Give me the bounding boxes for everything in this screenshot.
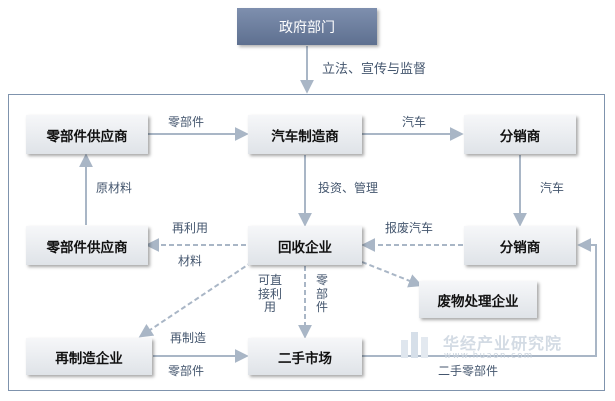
arrow-market-to-distributor (362, 238, 597, 357)
label-parts-bottom: 零部件 (168, 364, 205, 378)
label-parts-top: 零部件 (168, 115, 205, 129)
label-directly-reusable: 可直接利用 (257, 273, 282, 314)
node-parts-supplier-mid: 零部件供应商 (26, 226, 148, 265)
label-cars-top: 汽车 (402, 115, 427, 129)
label-cars-right: 汽车 (540, 181, 565, 195)
label-legislation: 立法、宣传与监督 (322, 62, 427, 77)
label-second-hand-parts: 二手零部件 (438, 364, 499, 378)
node-remanufacturing: 再制造企业 (26, 338, 152, 375)
node-recycling: 回收企业 (248, 226, 362, 265)
node-distributor-mid: 分销商 (464, 226, 576, 265)
node-second-hand-market: 二手市场 (248, 338, 362, 375)
label-raw-materials: 原材料 (96, 181, 133, 195)
node-government: 政府部门 (237, 8, 377, 45)
label-parts-vertical: 零部件 (315, 273, 328, 314)
label-remanufacture: 再制造 (170, 331, 207, 345)
watermark-logo-icon (401, 332, 428, 358)
watermark-url: www.huaon.com (444, 351, 534, 361)
node-waste-processing: 废物处理企业 (419, 281, 537, 318)
label-materials: 材料 (178, 254, 203, 268)
node-car-maker: 汽车制造商 (248, 115, 362, 154)
node-parts-supplier-top: 零部件供应商 (26, 115, 148, 154)
label-scrapped-cars: 报废汽车 (385, 221, 434, 235)
system-boundary-frame (8, 94, 605, 391)
label-investment-management: 投资、管理 (318, 181, 379, 195)
label-reuse: 再利用 (172, 221, 209, 235)
arrow-recycling-to-remanufacturing (138, 261, 253, 338)
arrow-recycling-to-waste (361, 261, 423, 288)
node-distributor-top: 分销商 (464, 115, 576, 154)
watermark-text: 华经产业研究院 (443, 334, 563, 353)
